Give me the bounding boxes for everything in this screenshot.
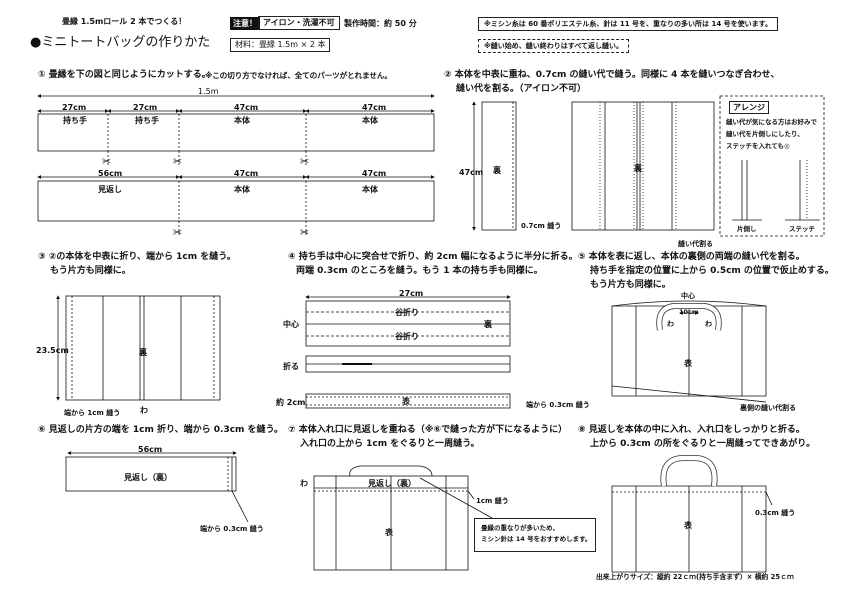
step7-note-box: 畳縁の重なりが多いため、 ミシン針は 14 号をおすすめします。 [474, 518, 596, 552]
page-title: ●ミニトートバッグの作りかた [30, 35, 211, 50]
step4-width: 27cm [399, 289, 424, 298]
step5-width: 10cm [679, 308, 699, 316]
step7-note-1: 畳縁の重なりが多いため、 [481, 524, 559, 532]
caution-text: アイロン・洗濯不可 [258, 16, 340, 30]
step3-height: 23.5cm [36, 346, 69, 355]
step3-seam: 端から 1cm 縫う [64, 409, 121, 417]
arrange-line-2: 縫い代を片側しにしたり、 [726, 130, 804, 138]
step1-total: 1.5m [198, 87, 219, 96]
step2-ura-a: 裏 [493, 166, 501, 175]
step8-text2: 上から 0.3cm の所をぐるりと一周縫ってできあがり。 [590, 439, 816, 449]
step5-wa-a: わ [667, 320, 674, 328]
step3-text2: もう片方も同様に。 [50, 266, 131, 276]
subtitle: 畳縁 1.5mロール 2 本でつくる！ [62, 17, 187, 26]
label-body-d: 本体 [362, 185, 378, 194]
step8-text1: ⑧ 見返しを本体の中に入れ、入れ口をしっかりと折る。 [578, 425, 805, 435]
step4-center: 中心 [283, 320, 299, 329]
step4-text1: ④ 持ち手は中心に突合せで折り、約 2cm 幅になるように半分に折る。 [288, 252, 578, 262]
step5-text2: 持ち手を指定の位置に上から 0.5cm の位置で仮止めする。 [590, 266, 834, 276]
step4-fold: 折る [283, 362, 299, 371]
step7-seam: 1cm 縫う [476, 497, 509, 505]
step4-omote: 表 [402, 397, 410, 406]
step2-text1: ② 本体を中表に重ね、0.7cm の縫い代で縫う。同様に 4 本を縫いつなぎ合わ… [444, 70, 780, 80]
step5-text3: もう片方も同様に。 [590, 280, 671, 290]
step2-ura-b: 裏 [634, 164, 642, 173]
arrange-title: アレンジ [729, 101, 769, 114]
step4-text2: 両端 0.3cm のところを縫う。もう 1 本の持ち手も同様に。 [296, 266, 543, 276]
step2-split: 縫い代割る [678, 240, 713, 248]
dim-47-c: 47cm [234, 169, 259, 178]
step6-text: ⑥ 見返しの片方の端を 1cm 折り、端から 0.3cm を縫う。 [38, 425, 284, 435]
dim-47-a: 47cm [234, 103, 259, 112]
note-backstitch: ※縫い始め、縫い終わりはすべて返し縫い。 [478, 39, 630, 54]
step4-ura: 裏 [484, 320, 492, 329]
step5-text1: ⑤ 本体を表に返し、本体の裏側の両端の縫い代を割る。 [578, 252, 805, 262]
scissors-icon: ✂ [102, 155, 111, 168]
step7-label: 見返し（裏） [368, 479, 416, 488]
arrange-line-3: ステッチを入れても◎ [726, 142, 790, 150]
step7-omote: 表 [385, 528, 393, 537]
label-facing: 見返し [98, 185, 122, 194]
time: 製作時間：約 50 分 [344, 19, 417, 28]
step7-note-2: ミシン針は 14 号をおすすめします。 [481, 535, 592, 543]
label-body-c: 本体 [234, 185, 250, 194]
step3-ura: 裏 [139, 348, 147, 357]
step1-text: ① 畳縁を下の図と同じようにカットする。 [38, 70, 211, 80]
label-body-b: 本体 [362, 116, 378, 125]
step6-seam: 端から 0.3cm 縫う [200, 525, 264, 533]
dim-47-d: 47cm [362, 169, 387, 178]
step5-center: 中心 [681, 292, 695, 300]
arrange-line-1: 縫い代が気になる方はお好みで [726, 118, 817, 126]
step6-label: 見返し（裏） [124, 473, 172, 482]
step6-width: 56cm [138, 445, 163, 454]
dim-27-a: 27cm [62, 103, 87, 112]
arrange-katagawa: 片側し [737, 225, 757, 233]
label-handle-a: 持ち手 [63, 116, 87, 125]
step1-note: ※この切り方でなければ、全てのパーツがとれません。 [205, 71, 392, 80]
materials: 材料：畳縁 1.5m × 2 本 [230, 38, 331, 52]
step4-valley-a: 谷折り [395, 308, 419, 317]
step2-seam: 0.7cm 縫う [521, 222, 562, 230]
step4-seam: 端から 0.3cm 縫う [526, 401, 590, 409]
step7-wa: わ [300, 479, 308, 488]
step4-valley-b: 谷折り [395, 332, 419, 341]
step4-approx: 約 2cm [276, 398, 306, 407]
scissors-icon: ✂ [173, 155, 182, 168]
step7-text2: 入れ口の上から 1cm をぐるりと一周縫う。 [300, 439, 480, 449]
step3-wa: わ [140, 406, 148, 415]
scissors-icon: ✂ [300, 155, 309, 168]
label-handle-b: 持ち手 [135, 116, 159, 125]
step2-text2: 縫い代を割る。（アイロン不可） [456, 84, 587, 94]
step8-omote: 表 [684, 521, 692, 530]
step7-text1: ⑦ 本体入れ口に見返しを重ねる（※⑥で縫った方が下になるように） [288, 425, 568, 435]
dim-27-b: 27cm [133, 103, 158, 112]
step5-wa-b: わ [705, 320, 712, 328]
scissors-icon: ✂ [300, 226, 309, 239]
scissors-icon: ✂ [173, 226, 182, 239]
note-thread: ※ミシン糸は 60 番ポリエステル糸、針は 11 号を、重なりの多い所は 14 … [478, 17, 778, 32]
dim-56: 56cm [98, 169, 123, 178]
finished-size: 出来上がりサイズ：縦約 22ｃｍ(持ち手含まず）× 横約 25ｃｍ [596, 573, 794, 581]
step5-split: 裏側の縫い代割る [740, 404, 796, 412]
step5-omote: 表 [684, 359, 692, 368]
step8-seam: 0.3cm 縫う [755, 509, 796, 517]
step2-height: 47cm [459, 168, 484, 177]
label-body-a: 本体 [234, 116, 250, 125]
caution-badge: 注意！ [230, 17, 260, 30]
step3-text1: ③ ②の本体を中表に折り、端から 1cm を縫う。 [38, 252, 236, 262]
arrange-stitch: ステッチ [789, 225, 815, 233]
dim-47-b: 47cm [362, 103, 387, 112]
